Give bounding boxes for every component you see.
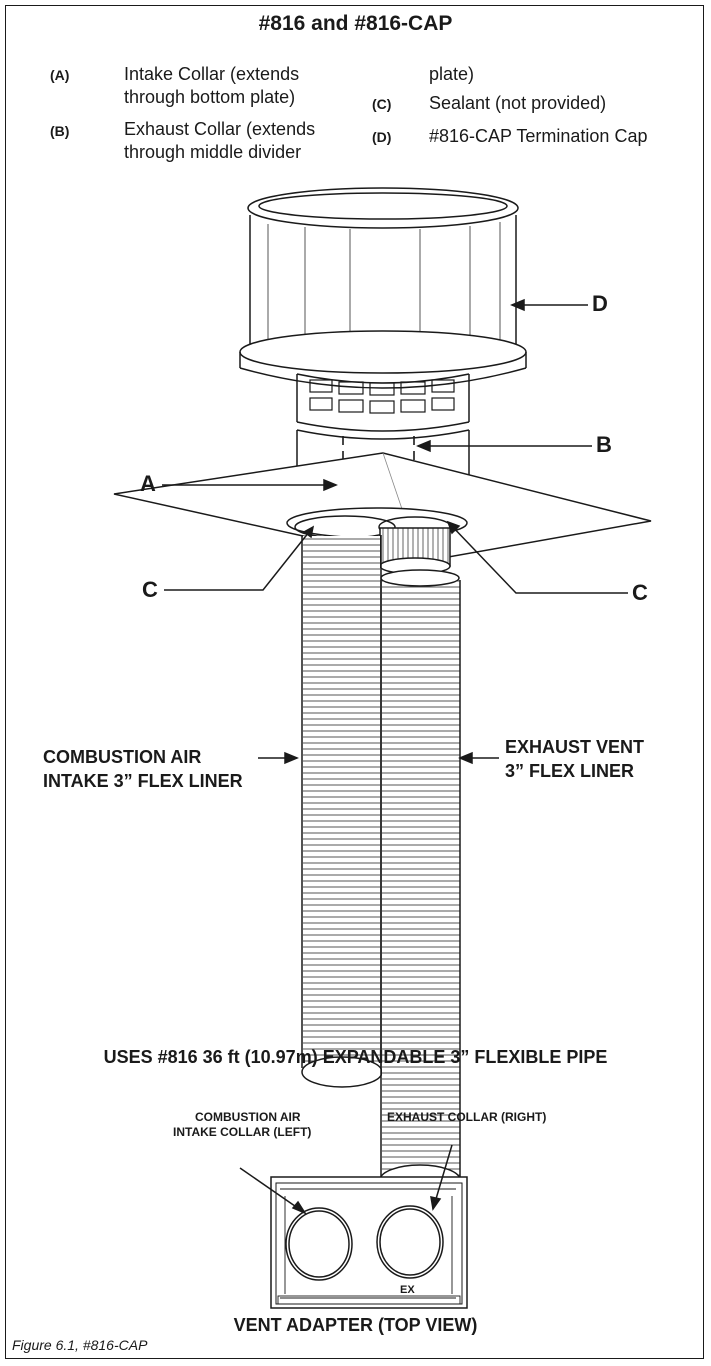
figure-caption: Figure 6.1, #816-CAP (12, 1337, 148, 1353)
vent-adapter (239, 1144, 468, 1309)
callout-a: A (140, 471, 156, 496)
legend-a-line2: through bottom plate) (124, 87, 296, 107)
legend-a-key: (A) (50, 67, 70, 83)
adapter-title: VENT ADAPTER (TOP VIEW) (233, 1315, 478, 1335)
legend-d-key: (D) (372, 129, 392, 145)
intake-liner-label-line2: INTAKE 3” FLEX LINER (43, 771, 243, 791)
intake-liner-label-line1: COMBUSTION AIR (43, 747, 202, 767)
figure-frame (5, 5, 704, 1359)
callout-d: D (592, 291, 608, 316)
adapter-exhaust-label: EXHAUST COLLAR (RIGHT) (387, 1110, 547, 1124)
callout-c-right: C (632, 580, 648, 605)
adapter-ex-marking: EX (400, 1284, 415, 1296)
legend-b-line2: through middle divider (124, 142, 302, 162)
callout-c-left: C (142, 577, 158, 602)
exhaust-liner-label-line1: EXHAUST VENT (505, 737, 645, 757)
legend-c-text: Sealant (not provided) (429, 93, 607, 113)
figure-title: #816 and #816-CAP (258, 12, 453, 35)
flexible-pipe-note: USES #816 36 ft (10.97m) EXPANDABLE 3” F… (103, 1047, 608, 1067)
legend-b-line3: plate) (429, 64, 475, 84)
legend-a-line1: Intake Collar (extends (124, 64, 300, 84)
exhaust-liner-label-line2: 3” FLEX LINER (505, 761, 635, 781)
legend-c-key: (C) (372, 96, 392, 112)
legend-b-key: (B) (50, 123, 70, 139)
legend-b-line1: Exhaust Collar (extends (124, 119, 316, 139)
adapter-intake-label-line1: COMBUSTION AIR (195, 1110, 301, 1124)
legend-d-text: #816-CAP Termination Cap (429, 126, 648, 146)
termination-cap (239, 187, 527, 475)
adapter-intake-label-line2: INTAKE COLLAR (LEFT) (173, 1125, 312, 1139)
callout-b: B (596, 432, 612, 457)
